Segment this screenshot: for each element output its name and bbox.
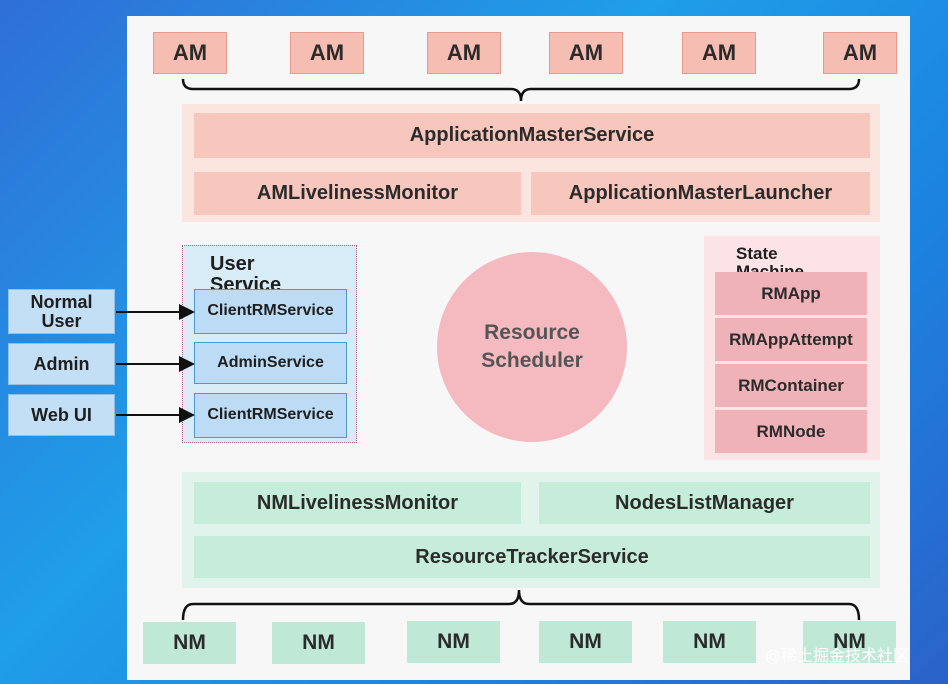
am-node-4: AM bbox=[549, 32, 623, 74]
application-master-launcher: ApplicationMasterLauncher bbox=[531, 172, 870, 215]
nm-brace bbox=[181, 589, 861, 621]
nm-node-2: NM bbox=[272, 622, 365, 664]
am-node-6: AM bbox=[823, 32, 897, 74]
nm-node-4: NM bbox=[539, 621, 632, 663]
admin-service: AdminService bbox=[194, 342, 347, 384]
nm-node-5: NM bbox=[663, 621, 756, 663]
am-node-1: AM bbox=[153, 32, 227, 74]
watermark: @稀土掘金技术社区 bbox=[765, 646, 910, 665]
resource-scheduler: Resource Scheduler bbox=[437, 252, 627, 442]
resource-tracker-service: ResourceTrackerService bbox=[194, 536, 870, 578]
client-web-ui: Web UI bbox=[8, 394, 115, 436]
nm-node-1: NM bbox=[143, 622, 236, 664]
rm-app: RMApp bbox=[715, 272, 867, 315]
rm-node: RMNode bbox=[715, 410, 867, 453]
am-liveliness-monitor: AMLivelinessMonitor bbox=[194, 172, 521, 215]
resource-scheduler-label: Resource Scheduler bbox=[481, 320, 583, 372]
am-node-5: AM bbox=[682, 32, 756, 74]
client-normal-user: Normal User bbox=[8, 289, 115, 334]
rm-app-attempt: RMAppAttempt bbox=[715, 318, 867, 361]
am-brace bbox=[181, 78, 861, 102]
client-rm-service-2: ClientRMService bbox=[194, 393, 347, 438]
rm-container: RMContainer bbox=[715, 364, 867, 407]
client-admin: Admin bbox=[8, 343, 115, 385]
am-node-3: AM bbox=[427, 32, 501, 74]
nm-liveliness-monitor: NMLivelinessMonitor bbox=[194, 482, 521, 524]
application-master-service: ApplicationMasterService bbox=[194, 113, 870, 158]
am-node-2: AM bbox=[290, 32, 364, 74]
client-rm-service-1: ClientRMService bbox=[194, 289, 347, 334]
nm-node-3: NM bbox=[407, 621, 500, 663]
nm-node-6: NM bbox=[803, 621, 896, 663]
nodes-list-manager: NodesListManager bbox=[539, 482, 870, 524]
